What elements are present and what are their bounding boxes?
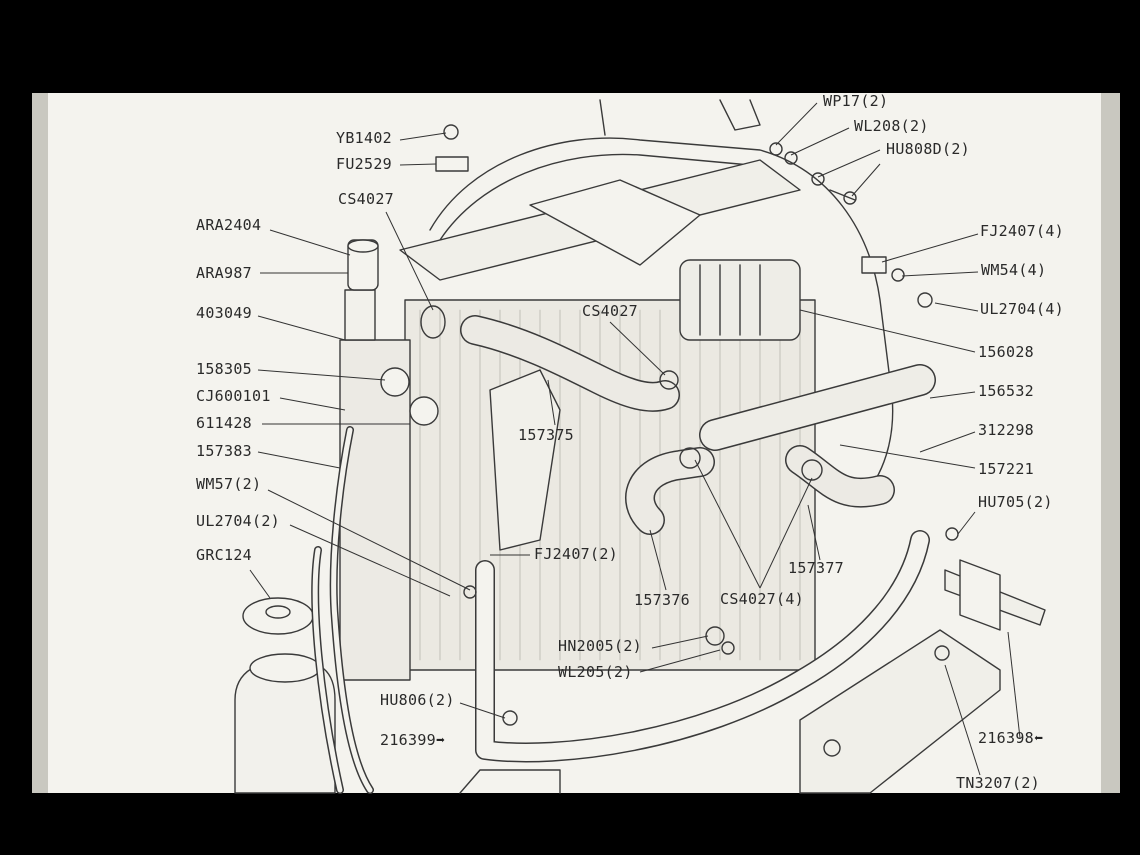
label-157221: 157221 — [978, 460, 1034, 478]
label-156532: 156532 — [978, 382, 1034, 400]
radiator-core — [404, 299, 816, 671]
label-cs4027-top: CS4027 — [338, 190, 394, 208]
label-216399: 216399➡ — [380, 733, 445, 748]
label-cs4027-mid: CS4027 — [582, 302, 638, 320]
label-216398: 216398⬅ — [978, 731, 1043, 746]
label-wl205: WL205(2) — [558, 663, 633, 681]
label-ara2404: ARA2404 — [196, 216, 262, 234]
label-fj2407-2: FJ2407(2) — [534, 545, 618, 563]
label-157383: 157383 — [196, 442, 252, 460]
label-wl208: WL208(2) — [854, 117, 929, 135]
label-cj600101: CJ600101 — [196, 387, 271, 405]
label-216398-text: 216398 — [978, 729, 1034, 747]
label-158305: 158305 — [196, 360, 252, 378]
label-hu806: HU806(2) — [380, 691, 455, 709]
scan-edge-left — [32, 93, 48, 793]
label-312298: 312298 — [978, 421, 1034, 439]
label-ul2704-2: UL2704(2) — [196, 512, 280, 530]
grc124-cap — [242, 597, 314, 635]
label-611428: 611428 — [196, 414, 252, 432]
label-403049: 403049 — [196, 304, 252, 322]
label-157376: 157376 — [634, 591, 690, 609]
label-hn2005: HN2005(2) — [558, 637, 642, 655]
arrow-right-icon: ➡ — [436, 731, 446, 749]
label-157375: 157375 — [518, 426, 574, 444]
label-cs4027-4: CS4027(4) — [720, 590, 804, 608]
label-hu705: HU705(2) — [978, 493, 1053, 511]
label-wp17: WP17(2) — [823, 92, 889, 110]
label-wm54: WM54(4) — [981, 261, 1047, 279]
label-ul2704-4: UL2704(4) — [980, 300, 1064, 318]
label-wm57: WM57(2) — [196, 475, 262, 493]
fan-cowl — [429, 137, 894, 501]
label-yb1402: YB1402 — [336, 129, 392, 147]
label-156028: 156028 — [978, 343, 1034, 361]
label-ara987: ARA987 — [196, 264, 252, 282]
scan-edge-right — [1101, 93, 1120, 793]
label-hu808d: HU808D(2) — [886, 140, 970, 158]
label-tn3207: TN3207(2) — [956, 774, 1040, 792]
label-grc124: GRC124 — [196, 546, 252, 564]
label-fu2529: FU2529 — [336, 155, 392, 173]
label-216399-text: 216399 — [380, 731, 436, 749]
label-157377: 157377 — [788, 559, 844, 577]
arrow-left-icon: ⬅ — [1034, 729, 1044, 747]
label-fj2407-4: FJ2407(4) — [980, 222, 1064, 240]
